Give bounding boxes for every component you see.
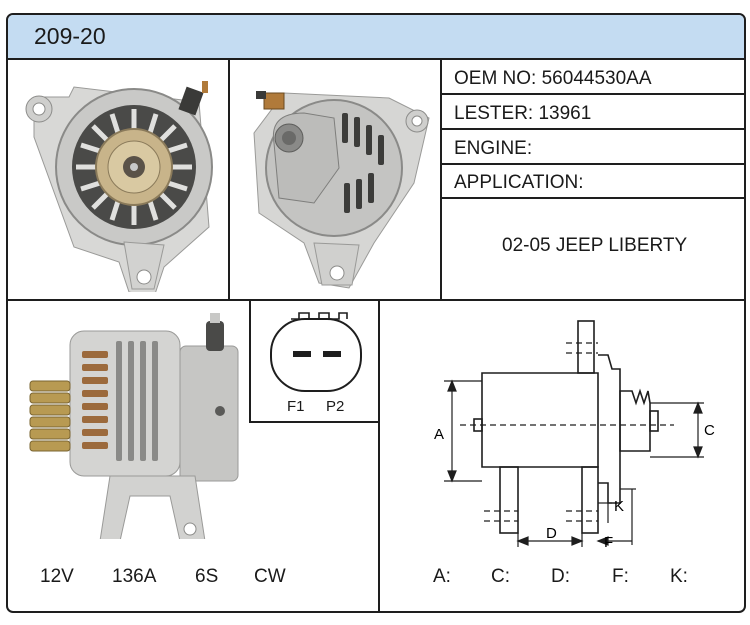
plug-pin-p2-label: P2 xyxy=(326,398,345,415)
lester-number: LESTER: 13961 xyxy=(454,103,592,124)
dim-label-c: C xyxy=(704,422,715,439)
info-row-divider-2 xyxy=(442,128,744,130)
alternator-side-photo xyxy=(20,311,240,539)
alternator-front-photo xyxy=(14,67,219,292)
col-divider-drawing xyxy=(378,301,380,611)
alternator-rear-photo xyxy=(234,73,434,293)
application-value: 02-05 JEEP LIBERTY xyxy=(502,235,688,256)
col-divider-plug-left xyxy=(249,301,251,423)
spec-rotation: CW xyxy=(254,566,286,587)
dim-field-a: A: xyxy=(433,566,451,587)
plug-pin-f1-label: F1 xyxy=(287,398,305,415)
dimension-drawing: A C D K F xyxy=(386,307,740,557)
part-number: 209-20 xyxy=(34,23,106,49)
header-bar: 209-20 xyxy=(8,15,744,60)
dim-label-k: K xyxy=(614,498,624,515)
dim-field-d: D: xyxy=(551,566,570,587)
dim-field-f: F: xyxy=(612,566,629,587)
spec-pulley: 6S xyxy=(195,566,219,587)
col-divider-photos xyxy=(228,58,230,299)
info-row-divider-4 xyxy=(442,197,744,199)
application-label: APPLICATION: xyxy=(454,172,584,193)
dim-field-c: C: xyxy=(491,566,510,587)
info-row-divider-3 xyxy=(442,163,744,165)
spec-sheet: 209-20 OEM NO: 56044530AA LESTER: 13961 … xyxy=(6,13,746,613)
dim-label-a: A xyxy=(434,426,444,443)
col-divider-info xyxy=(440,58,442,299)
row-divider-main xyxy=(8,299,744,301)
row-divider-plug xyxy=(249,421,379,423)
oem-number: OEM NO: 56044530AA xyxy=(454,68,652,89)
plug-connector-diagram xyxy=(263,311,371,401)
dim-label-f: F xyxy=(604,534,613,551)
spec-voltage: 12V xyxy=(40,566,74,587)
info-row-divider-1 xyxy=(442,93,744,95)
spec-amperage: 136A xyxy=(112,566,157,587)
dim-label-d: D xyxy=(546,525,557,542)
dim-field-k: K: xyxy=(670,566,688,587)
engine-label: ENGINE: xyxy=(454,138,533,159)
